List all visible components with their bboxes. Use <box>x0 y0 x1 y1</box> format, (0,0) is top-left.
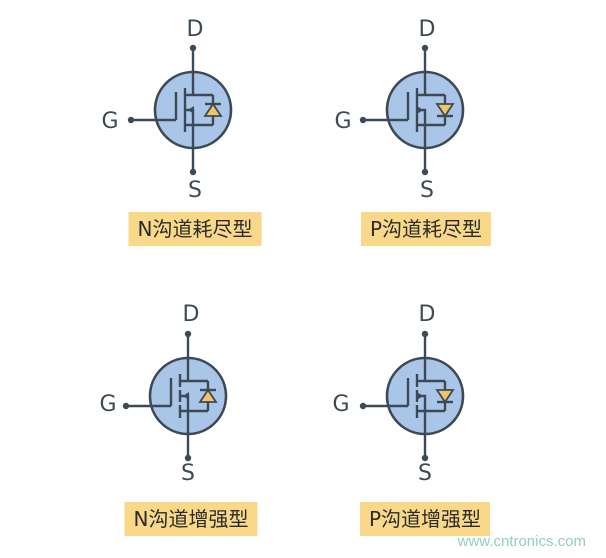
drain-terminal <box>421 44 429 52</box>
source-terminal <box>421 168 429 176</box>
body-arrow <box>417 106 423 114</box>
drain-terminal <box>184 330 192 338</box>
gate-label: G <box>99 392 117 417</box>
drain-terminal <box>189 44 197 52</box>
body-arrow <box>188 106 194 114</box>
drain-label: D <box>182 302 200 327</box>
gate-label: G <box>332 392 350 417</box>
diode-triangle <box>203 102 223 117</box>
caption-n-enhancement: N沟道增强型 <box>124 502 258 536</box>
drain-label: D <box>186 17 204 42</box>
diode-triangle <box>198 388 218 403</box>
gate-terminal <box>359 402 367 410</box>
source-label: S <box>181 461 195 486</box>
source-terminal <box>184 454 192 462</box>
source-terminal <box>421 454 429 462</box>
gate-terminal <box>359 116 367 124</box>
diode-triangle <box>435 389 455 404</box>
gate-terminal <box>122 402 130 410</box>
source-terminal <box>189 168 197 176</box>
caption-p-enhancement: P沟道增强型 <box>359 502 491 536</box>
source-label: S <box>418 461 432 486</box>
source-label: S <box>188 178 202 203</box>
gate-terminal <box>127 116 135 124</box>
source-label: S <box>420 178 434 203</box>
drain-label: D <box>418 302 436 327</box>
caption-n-depletion: N沟道耗尽型 <box>128 212 262 246</box>
caption-p-depletion: P沟道耗尽型 <box>360 212 492 246</box>
body-arrow <box>417 392 423 400</box>
drain-terminal <box>421 330 429 338</box>
gate-label: G <box>334 109 352 134</box>
drain-label: D <box>418 17 436 42</box>
body-arrow <box>183 392 189 400</box>
diode-triangle <box>435 103 455 118</box>
watermark: www.cntronics.com <box>457 533 586 550</box>
gate-label: G <box>101 109 119 134</box>
